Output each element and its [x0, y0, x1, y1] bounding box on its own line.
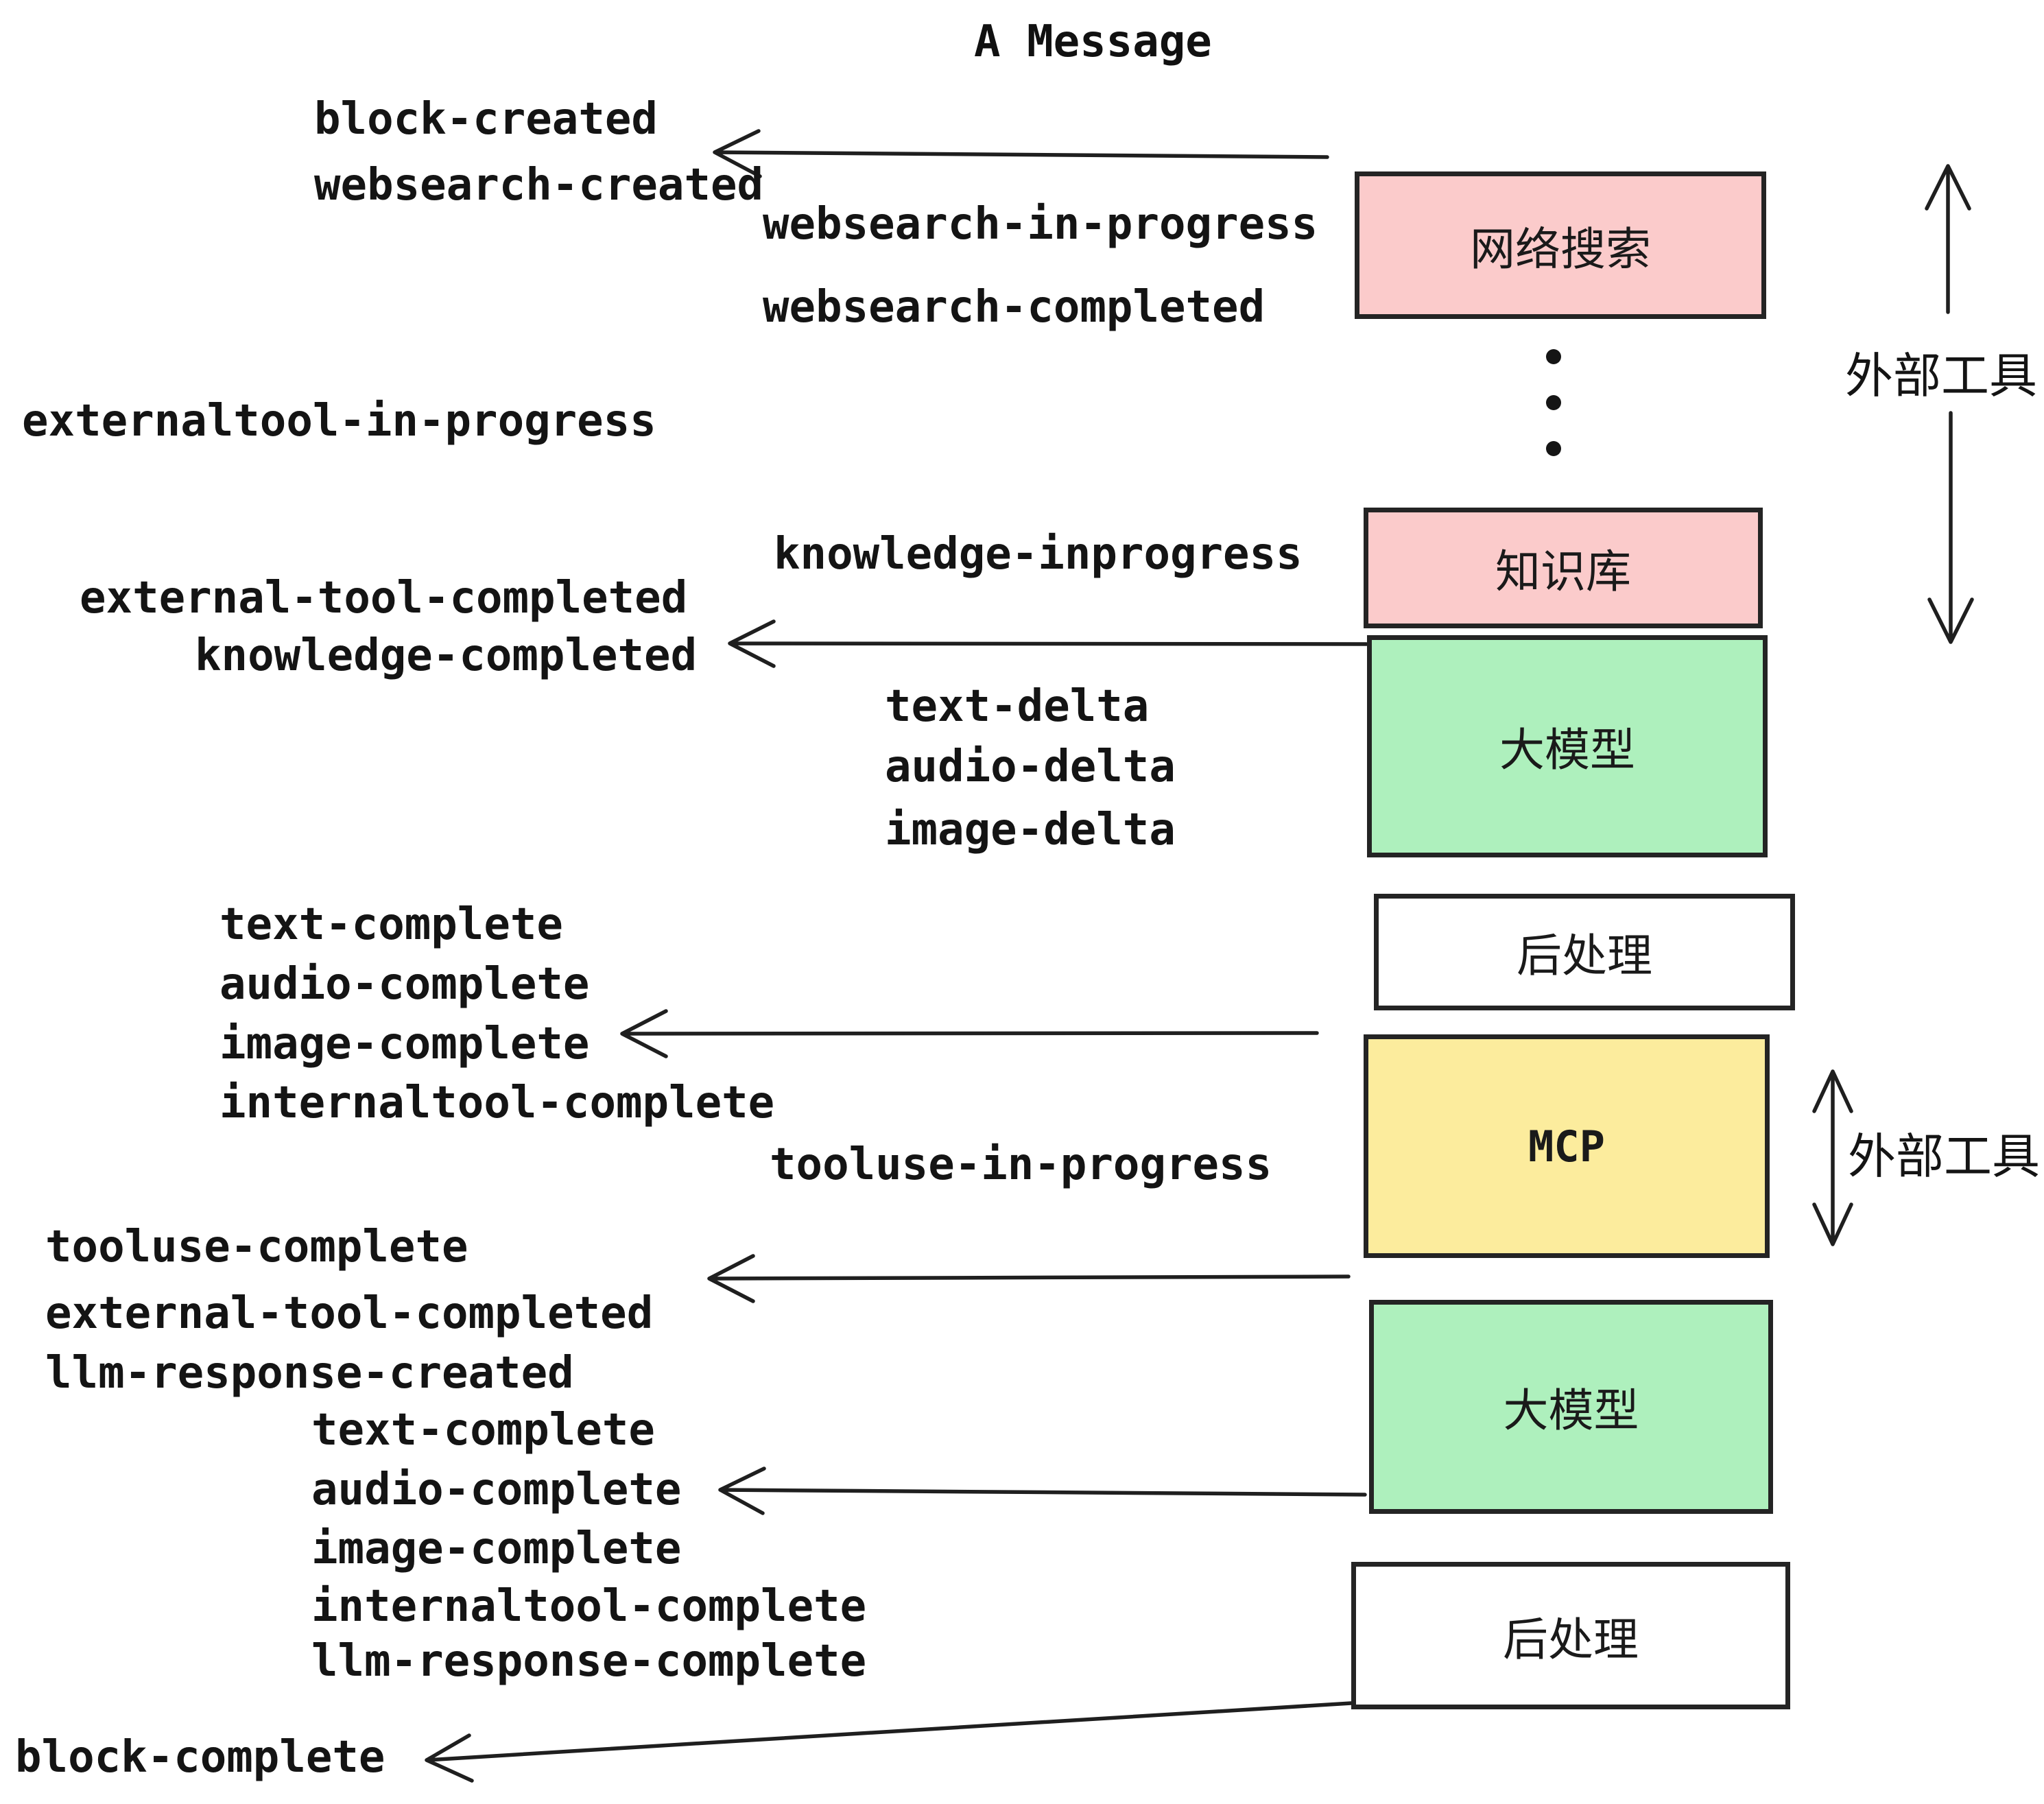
box-llm-1: 大模型	[1367, 635, 1768, 857]
side-label-external-tools-1: 外部工具	[1845, 348, 2037, 404]
box-mcp-label: MCP	[1528, 1121, 1605, 1172]
event-audio-complete-2: audio-complete	[311, 1464, 682, 1515]
event-image-complete-1: image-complete	[219, 1019, 590, 1069]
event-audio-delta-1: audio-delta	[885, 741, 1176, 792]
box-postprocess-2: 后处理	[1351, 1562, 1790, 1709]
box-llm-1-label: 大模型	[1499, 724, 1635, 776]
box-mcp: MCP	[1364, 1034, 1770, 1258]
event-image-delta-1: image-delta	[885, 805, 1176, 855]
box-knowledge: 知识库	[1364, 508, 1763, 628]
event-knowledge-completed: knowledge-completed	[195, 630, 698, 681]
event-text-complete-1: text-complete	[219, 899, 563, 950]
event-internaltool-complete-1: internaltool-complete	[219, 1078, 775, 1128]
event-websearch-completed: websearch-completed	[763, 282, 1265, 333]
box-llm-2-label: 大模型	[1503, 1384, 1639, 1437]
diagram-title: A Message	[974, 16, 1212, 67]
event-block-created: block-created	[314, 94, 658, 145]
arrow-external-tool-completed	[707, 1254, 1351, 1303]
event-llm-response-complete: llm-response-complete	[311, 1636, 867, 1687]
event-tooluse-complete: tooluse-complete	[45, 1222, 468, 1272]
box-knowledge-label: 知识库	[1495, 545, 1631, 598]
arrow-image-complete	[620, 1009, 1319, 1058]
box-websearch: 网络搜索	[1355, 171, 1766, 319]
event-block-complete: block-complete	[15, 1732, 385, 1783]
event-external-tool-completed-2: external-tool-completed	[45, 1288, 654, 1339]
arrow-knowledge-completed	[728, 619, 1368, 668]
arrow-audio-complete	[718, 1467, 1367, 1515]
event-externaltool-in-progress: externaltool-in-progress	[22, 396, 656, 447]
arrow-block-created	[713, 129, 1329, 178]
box-postprocess-1: 后处理	[1374, 894, 1795, 1010]
event-websearch-in-progress: websearch-in-progress	[763, 199, 1318, 250]
box-llm-2: 大模型	[1369, 1300, 1773, 1514]
arrow-double-external-tools-2	[1812, 1069, 1853, 1246]
event-websearch-created: websearch-created	[314, 160, 764, 211]
box-postprocess-2-label: 后处理	[1503, 1613, 1639, 1666]
event-audio-complete-1: audio-complete	[219, 959, 590, 1010]
event-external-tool-completed-1: external-tool-completed	[80, 573, 688, 624]
ellipsis-dots-icon	[1546, 349, 1561, 456]
arrow-up-external-tools-1	[1925, 164, 1971, 314]
side-label-external-tools-2: 外部工具	[1848, 1128, 2040, 1185]
event-knowledge-inprogress: knowledge-inprogress	[774, 529, 1303, 580]
event-llm-response-created: llm-response-created	[45, 1348, 574, 1399]
box-websearch-label: 网络搜索	[1470, 222, 1651, 276]
box-postprocess-1-label: 后处理	[1517, 929, 1652, 982]
event-text-complete-2: text-complete	[311, 1405, 655, 1456]
arrow-block-complete	[425, 1701, 1353, 1783]
event-image-complete-2: image-complete	[311, 1523, 682, 1574]
event-internaltool-complete-2: internaltool-complete	[311, 1581, 867, 1632]
event-text-delta-1: text-delta	[885, 681, 1150, 732]
arrow-down-external-tools-1	[1927, 411, 1974, 644]
event-tooluse-in-progress: tooluse-in-progress	[770, 1139, 1272, 1190]
